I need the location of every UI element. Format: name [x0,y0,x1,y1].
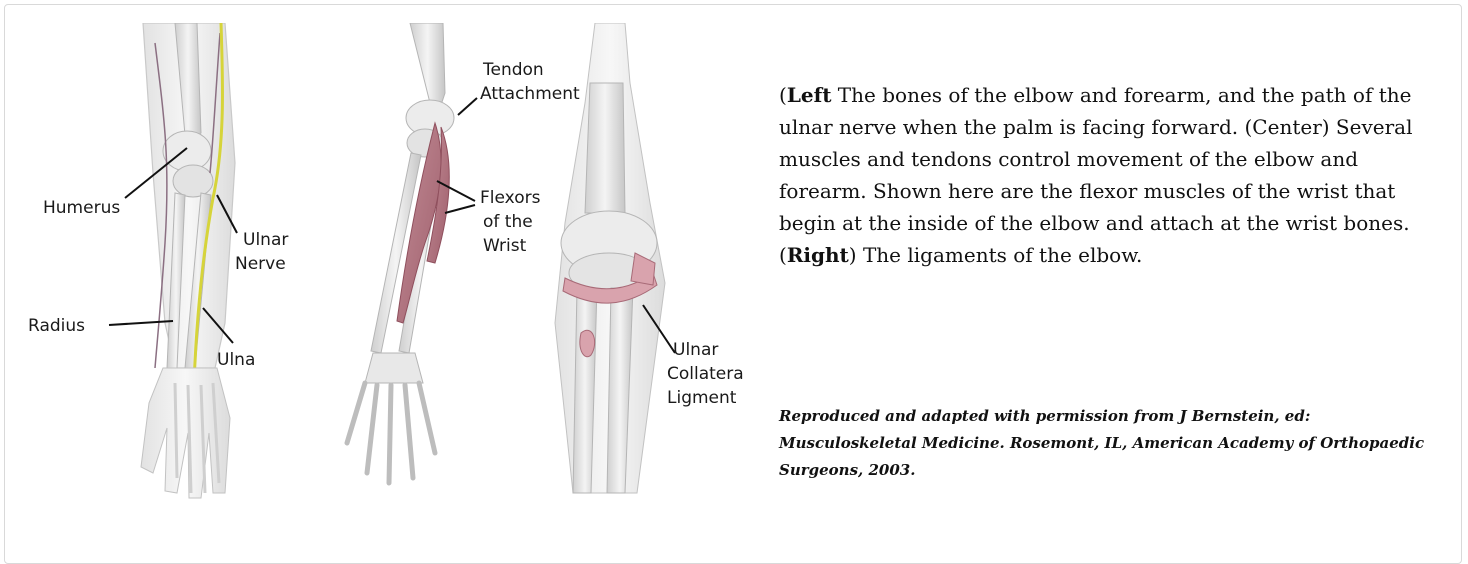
elbow-anatomy-illustration: Humerus Ulnar Nerve Radius Ulna Tendon A… [25,23,745,533]
label-radius: Radius [28,316,85,336]
figure-credit: Reproduced and adapted with permission f… [779,403,1439,484]
figure-card: Humerus Ulnar Nerve Radius Ulna Tendon A… [4,4,1462,564]
caption-right-text: ) The ligaments of the elbow. [849,243,1143,267]
figure-caption: (Left The bones of the elbow and forearm… [779,79,1439,271]
caption-right-tag: Right [787,243,849,267]
label-ulnar-nerve-line1: Ulnar [243,230,288,250]
label-ulna: Ulna [217,350,255,370]
label-flexors-line3: Wrist [483,236,527,256]
label-flexors-line1: Flexors [480,188,541,208]
caption-left-text: The bones of the elbow and forearm, and … [779,83,1412,267]
label-ulnar-nerve-line2: Nerve [235,254,286,274]
label-ucl-line2: Collateral [667,364,745,384]
label-tendon-line1: Tendon [482,60,544,80]
label-humerus: Humerus [43,198,120,218]
label-flexors-line2: of the [483,212,533,232]
anatomy-svg: Humerus Ulnar Nerve Radius Ulna Tendon A… [25,23,745,533]
label-ucl-line1: Ulnar [673,340,718,360]
label-ucl-line3: Ligment [667,388,737,408]
label-tendon-line2: Attachment [480,84,580,104]
left-arm-drawing [109,23,237,498]
caption-left-tag: Left [787,83,832,107]
center-arm-drawing [347,23,477,483]
